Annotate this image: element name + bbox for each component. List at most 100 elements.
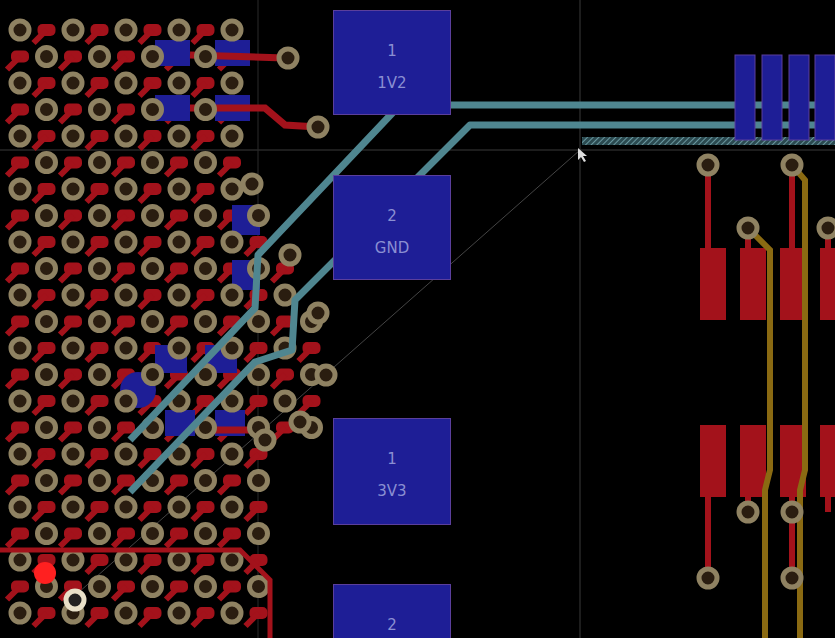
via — [64, 21, 82, 39]
signal-trace — [825, 497, 831, 512]
via — [11, 233, 29, 251]
power-pad: 2GND — [333, 175, 451, 280]
fanout-trace — [34, 83, 47, 96]
highlight-via — [66, 591, 84, 609]
via — [117, 286, 135, 304]
fanout-trace — [34, 136, 47, 149]
via — [197, 260, 215, 278]
via — [197, 154, 215, 172]
fanout-trace — [193, 454, 206, 467]
via — [11, 127, 29, 145]
via — [699, 156, 717, 174]
via — [223, 233, 241, 251]
via — [170, 551, 188, 569]
via — [250, 207, 268, 225]
via — [197, 101, 215, 119]
via — [170, 339, 188, 357]
via — [144, 260, 162, 278]
via — [250, 472, 268, 490]
via — [276, 392, 294, 410]
resistor-symbol — [762, 55, 782, 140]
selected-via — [34, 562, 56, 584]
via — [223, 604, 241, 622]
resistor-array — [735, 55, 835, 140]
via — [197, 48, 215, 66]
via — [783, 503, 801, 521]
fanout-trace — [60, 428, 73, 441]
power-pad: 2 — [333, 584, 451, 638]
via — [11, 604, 29, 622]
via — [38, 419, 56, 437]
via — [38, 48, 56, 66]
fanout-trace — [87, 189, 100, 202]
fanout-trace — [60, 534, 73, 547]
via — [197, 578, 215, 596]
via — [38, 207, 56, 225]
via — [144, 578, 162, 596]
fanout — [7, 30, 312, 626]
fanout-trace — [7, 110, 20, 123]
via — [11, 339, 29, 357]
via — [117, 445, 135, 463]
net-name: 3V3 — [377, 481, 406, 501]
fanout-trace — [140, 454, 153, 467]
fanout-trace — [60, 163, 73, 176]
vias — [11, 21, 335, 622]
diff-pair — [130, 105, 835, 492]
cursor-line — [0, 150, 835, 151]
via — [38, 313, 56, 331]
via — [223, 286, 241, 304]
via — [144, 366, 162, 384]
fanout-trace — [7, 163, 20, 176]
fanout-trace — [193, 189, 206, 202]
via — [11, 498, 29, 516]
via — [699, 569, 717, 587]
via — [276, 286, 294, 304]
fanout-trace — [34, 30, 47, 43]
resistor-symbol — [815, 55, 835, 140]
via — [64, 74, 82, 92]
fanout-trace — [140, 507, 153, 520]
via — [223, 21, 241, 39]
fanout-trace — [34, 242, 47, 255]
fanout-trace — [113, 110, 126, 123]
resistor-symbol — [740, 248, 766, 320]
via — [91, 525, 109, 543]
fanout-trace — [34, 189, 47, 202]
fanout-trace — [34, 454, 47, 467]
via — [223, 551, 241, 569]
power-pad: 1 3V3 — [333, 418, 451, 525]
via — [170, 233, 188, 251]
via — [38, 154, 56, 172]
fanout-trace — [272, 269, 285, 282]
fanout-trace — [113, 269, 126, 282]
pin-number: 1 — [387, 449, 397, 469]
via — [117, 74, 135, 92]
red-traces — [190, 55, 318, 430]
resistor-symbol — [820, 425, 835, 497]
resistor-symbol — [740, 425, 766, 497]
via — [144, 207, 162, 225]
fanout-trace — [7, 428, 20, 441]
fanout-trace — [60, 375, 73, 388]
fanout-trace — [166, 587, 179, 600]
cursor-line — [580, 0, 581, 638]
fanout-trace — [193, 136, 206, 149]
fanout-trace — [246, 401, 259, 414]
power-pad: 11V2 — [333, 10, 451, 115]
via — [223, 445, 241, 463]
via — [38, 260, 56, 278]
fanout-trace — [140, 348, 153, 361]
fanout-trace — [60, 269, 73, 282]
fanout-trace — [219, 481, 232, 494]
fanout-trace — [140, 83, 153, 96]
via — [309, 118, 327, 136]
signal-trace — [705, 165, 711, 248]
fanout-trace — [7, 587, 20, 600]
via — [11, 180, 29, 198]
fanout-trace — [193, 30, 206, 43]
fanout-trace — [87, 348, 100, 361]
via — [64, 127, 82, 145]
via — [144, 48, 162, 66]
via — [783, 569, 801, 587]
